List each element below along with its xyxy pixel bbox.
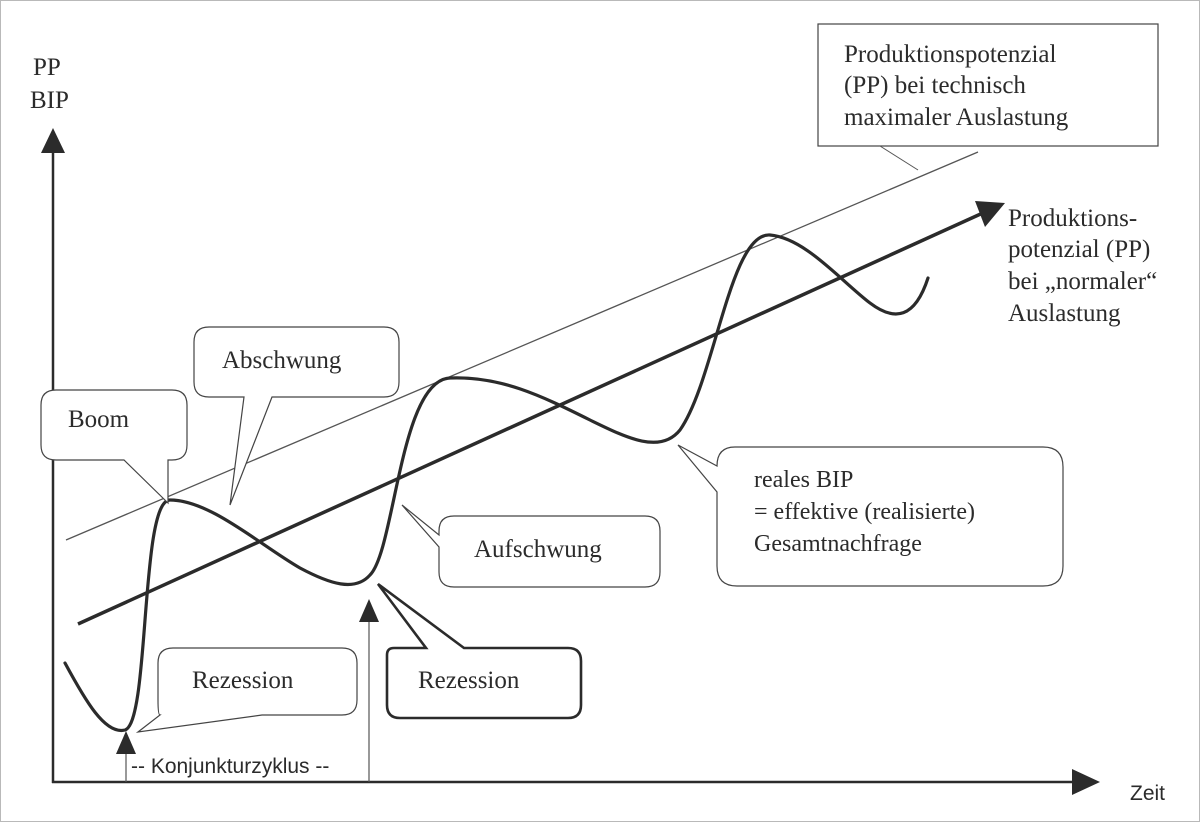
- pp-normal-arrow-icon: [975, 201, 1005, 227]
- pp-normal-text-2: potenzial (PP): [1008, 236, 1150, 263]
- callout-rezession-2-text: Rezession: [418, 667, 520, 694]
- x-axis-label-zeit: Zeit: [1130, 782, 1165, 805]
- x-axis-arrow-icon: [1072, 769, 1100, 795]
- pp-max-text-2: (PP) bei technisch: [844, 72, 1026, 99]
- pp-normal-text-3: bei „normaler“: [1008, 268, 1157, 295]
- callout-rezession-2: [376, 582, 583, 720]
- callout-reales-bip: [677, 444, 1064, 587]
- pp-max-text-1: Produktionspotenzial: [844, 41, 1057, 68]
- pp-normal-text-1: Produktions-: [1008, 205, 1137, 232]
- callout-bip-text-3: Gesamtnachfrage: [754, 531, 922, 557]
- callout-boom: [40, 389, 188, 505]
- cycle-marker-1-arrow-icon: [116, 731, 136, 754]
- pp-max-text-3: maximaler Auslastung: [844, 104, 1069, 131]
- callout-abschwung-text: Abschwung: [222, 347, 342, 374]
- callout-rezession-1-text: Rezession: [192, 667, 294, 694]
- callout-aufschwung-text: Aufschwung: [474, 536, 602, 563]
- callout-boom-text: Boom: [68, 406, 130, 433]
- callout-abschwung: [193, 326, 400, 506]
- pp-max-line: [65, 151, 979, 541]
- pp-max-box: [817, 23, 1159, 147]
- y-axis-arrow-icon: [41, 128, 65, 153]
- y-axis-label-pp: PP: [33, 54, 61, 81]
- callout-bip-text-1: reales BIP: [754, 467, 853, 493]
- y-axis-label-bip: BIP: [30, 87, 69, 114]
- pp-max-pointer: [879, 145, 919, 171]
- callout-bip-text-2: = effektive (realisierte): [754, 499, 975, 525]
- pp-normal-line: [77, 210, 986, 626]
- cycle-label: -- Konjunkturzyklus --: [131, 755, 329, 778]
- callout-aufschwung: [401, 504, 661, 588]
- cycle-marker-2-arrow-icon: [359, 599, 379, 622]
- pp-normal-text-4: Auslastung: [1008, 300, 1121, 327]
- callout-rezession-1: [135, 647, 358, 733]
- real-gdp-curve: [63, 233, 930, 732]
